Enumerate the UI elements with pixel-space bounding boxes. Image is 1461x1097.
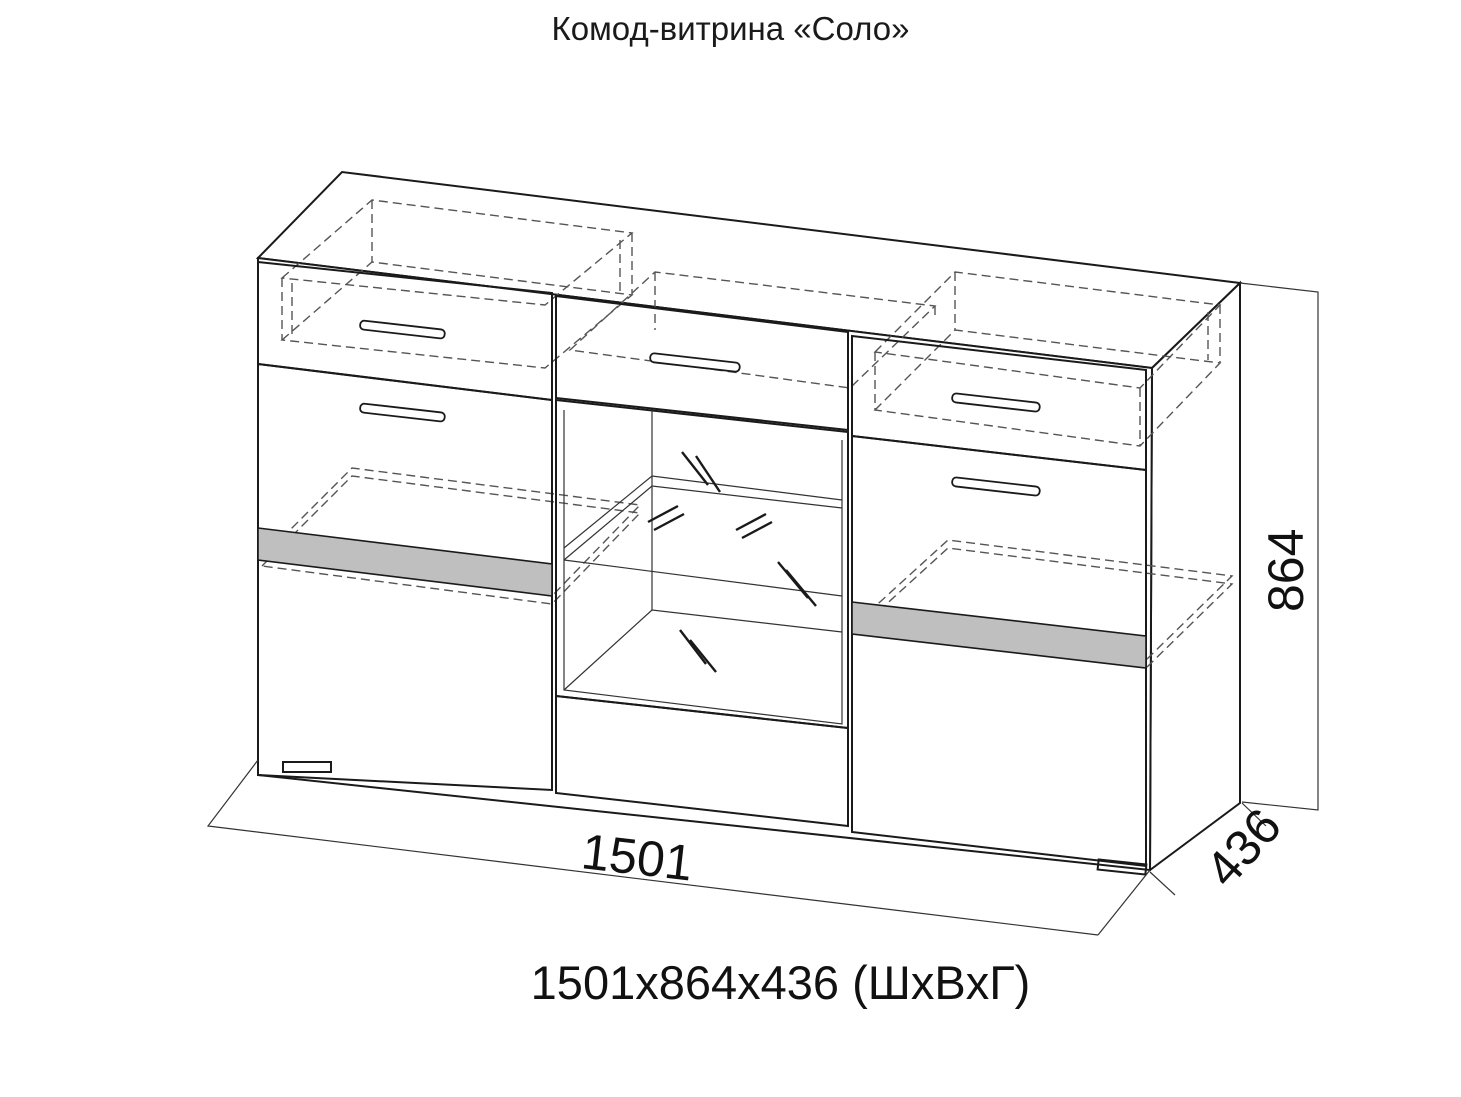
height-dimension-label: 864 [1258, 529, 1314, 612]
right-section [851, 334, 1148, 876]
left-drawer-handle[interactable] [359, 319, 446, 340]
right-foot [1096, 858, 1148, 876]
width-dimension-label: 1501 [579, 823, 696, 891]
hidden-shelf-outlines [260, 467, 1234, 669]
hidden-drawer-outlines [280, 199, 1222, 447]
right-door-handle[interactable] [951, 476, 1041, 497]
dimensions-summary: 1501x864x436 (ШxВxГ) [530, 956, 1031, 1009]
center-drawer-handle[interactable] [649, 352, 741, 373]
left-section [257, 260, 553, 792]
dimension-lines [206, 282, 1319, 936]
center-section [555, 294, 849, 828]
left-door-handle[interactable] [359, 402, 446, 423]
product-title: Комод-витрина «Соло» [551, 10, 910, 47]
left-foot [282, 761, 332, 773]
right-drawer-handle[interactable] [951, 392, 1041, 413]
glass-reflection-marks [647, 451, 817, 673]
cabinet-body [255, 170, 1243, 872]
